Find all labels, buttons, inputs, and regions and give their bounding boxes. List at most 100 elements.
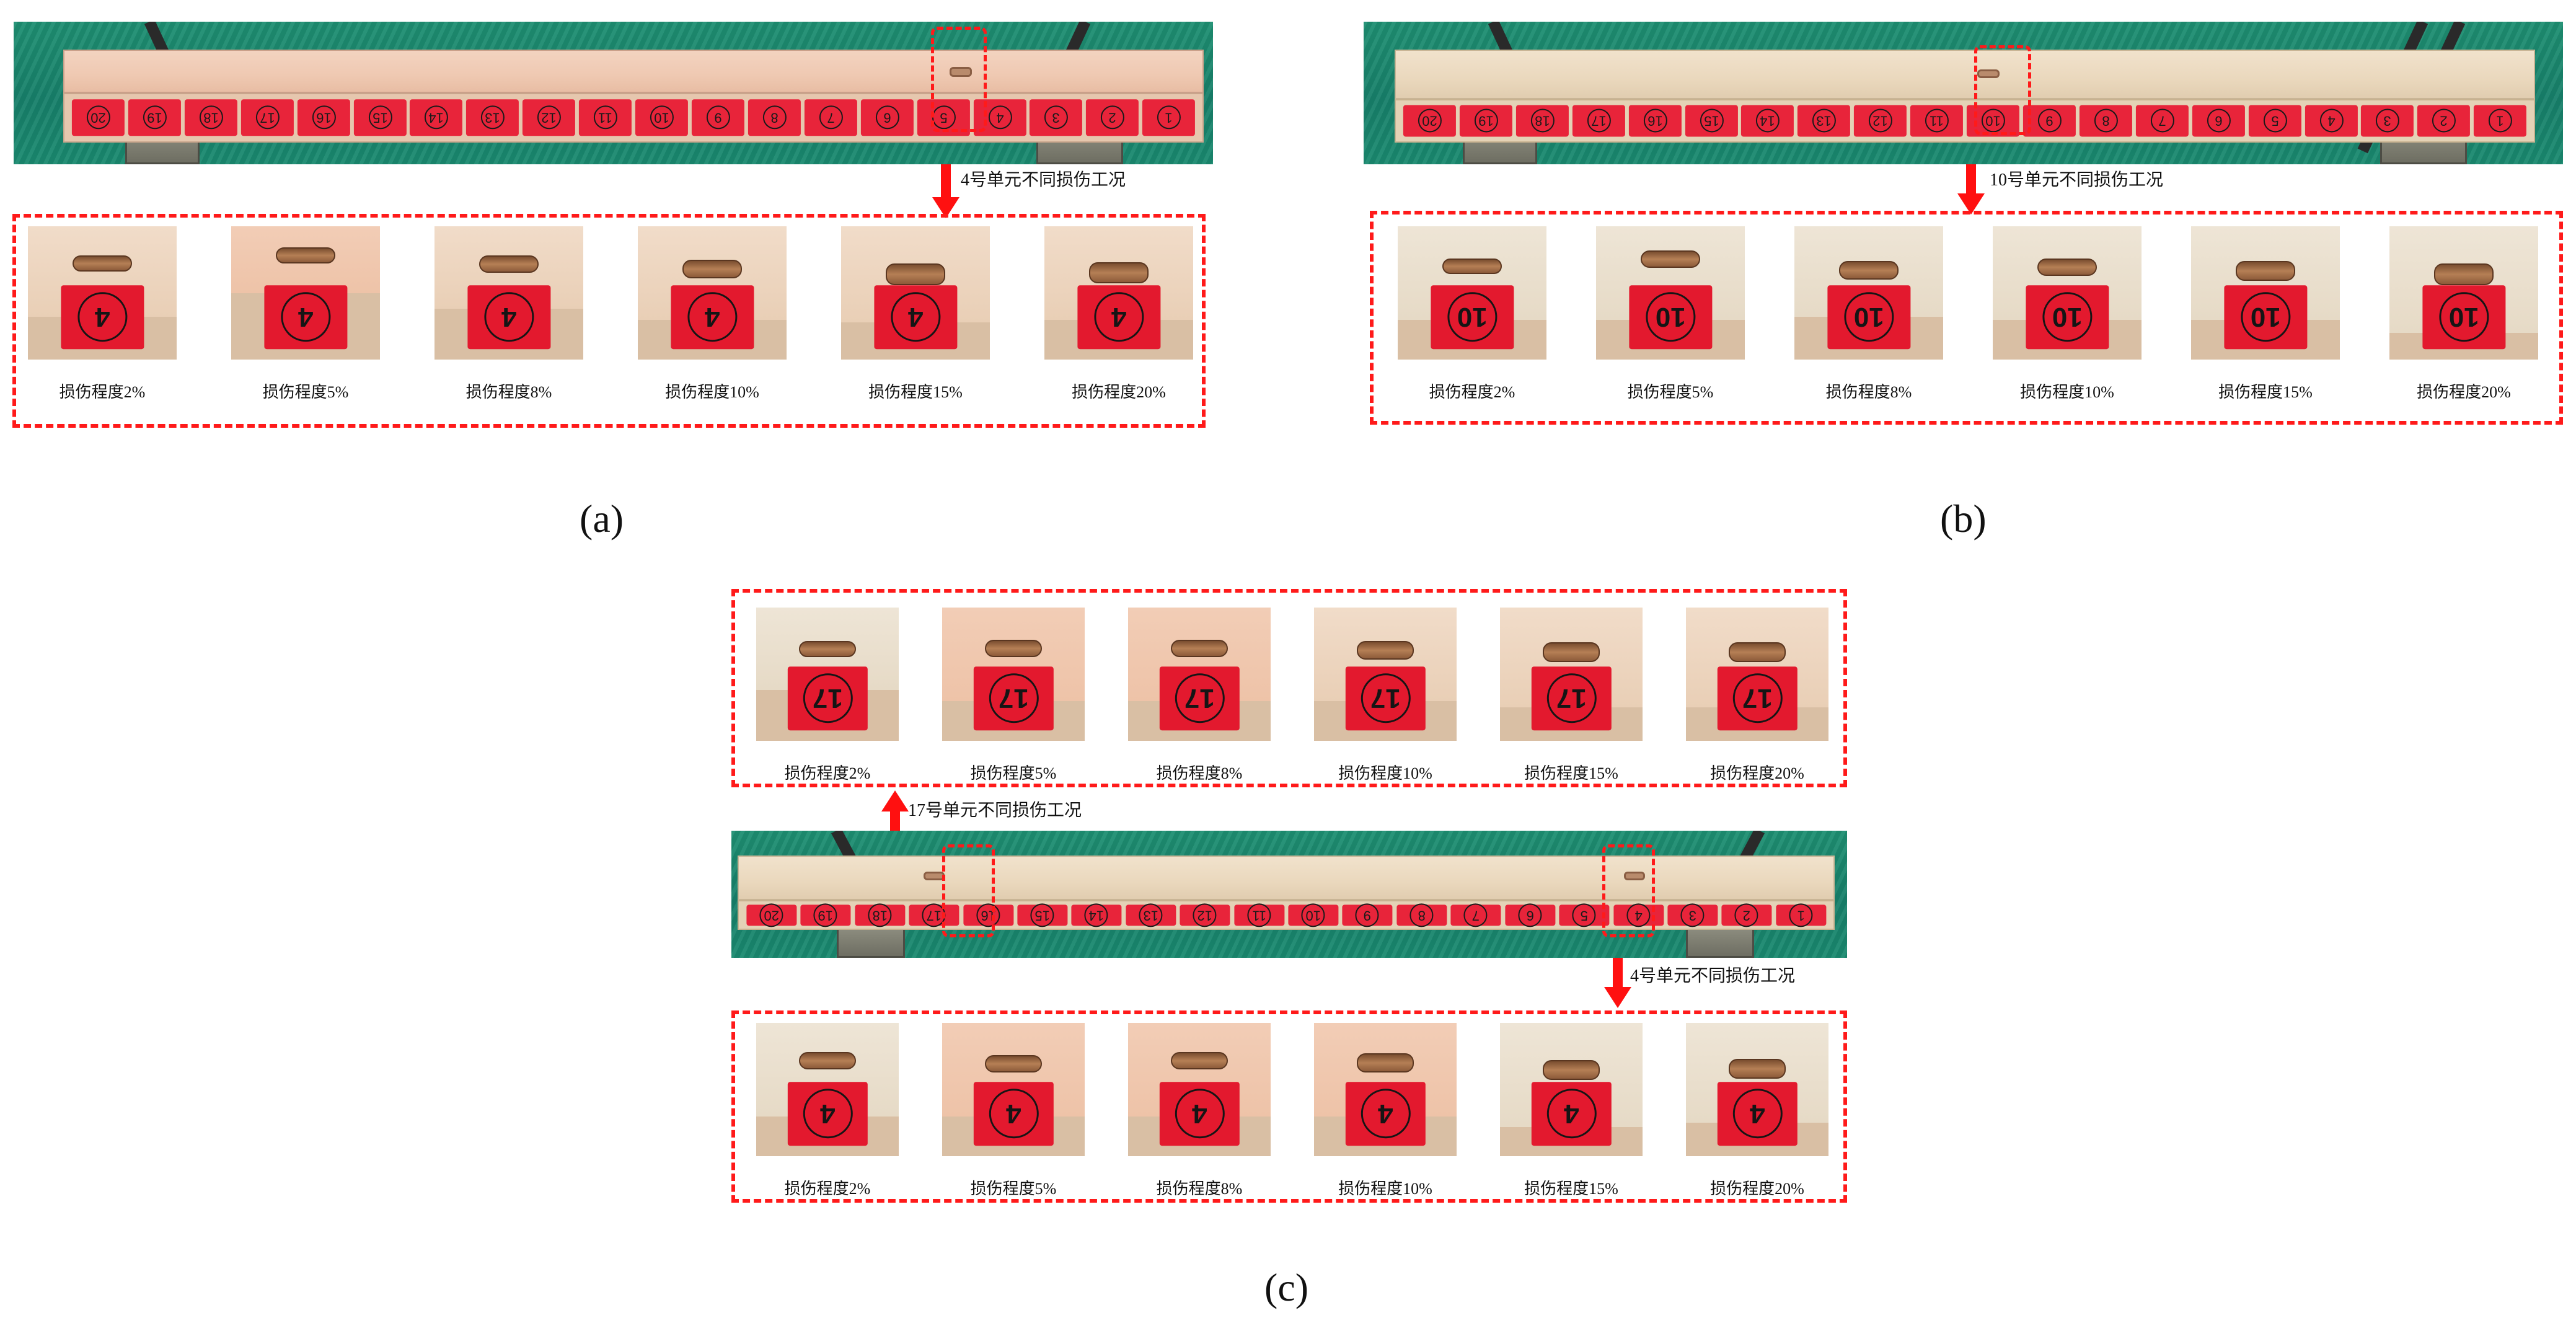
- selected-element-highlight: [931, 27, 987, 132]
- damage-level-label: 损伤程度20%: [1710, 764, 1804, 782]
- damage-level-label: 损伤程度5%: [1627, 383, 1714, 401]
- damage-hole: [2236, 260, 2295, 281]
- damage-level-label: 损伤程度10%: [1338, 764, 1432, 782]
- damage-hole: [799, 1052, 856, 1070]
- damage-level-label: 损伤程度2%: [59, 383, 146, 401]
- element-tag: 3: [2361, 105, 2414, 137]
- beam-top-face: [738, 856, 1835, 900]
- element-tag: 10: [1288, 903, 1339, 927]
- element-tag: 2: [1721, 903, 1772, 927]
- element-tag: 3: [1667, 903, 1718, 927]
- timber-beam: 20 19 18 17 16 15 14 13 12 11 10 9 8 7 6…: [63, 50, 1204, 143]
- element-tag: 6: [2192, 105, 2245, 137]
- element-tag: 11: [1233, 903, 1285, 927]
- element-tag: 9: [1342, 903, 1393, 927]
- element-tag: 11: [579, 99, 632, 136]
- damage-level-label: 损伤程度10%: [665, 383, 759, 401]
- beam-element-tags: 20 19 18 17 16 15 14 13 12 11 10 9 8 7 6…: [63, 93, 1204, 143]
- damage-hole: [2434, 263, 2494, 285]
- damage-level-label: 损伤程度5%: [970, 1180, 1057, 1198]
- damage-hole: [1839, 260, 1899, 280]
- element-tag: 18: [854, 903, 906, 927]
- element-tag: 16: [1628, 105, 1682, 137]
- damage-level-label: 损伤程度2%: [784, 1180, 871, 1198]
- element-tag: 9: [691, 99, 744, 136]
- damage-level-label: 损伤程度5%: [262, 383, 349, 401]
- element-tag: 11: [1910, 105, 1964, 137]
- element-tag: 14: [1741, 105, 1794, 137]
- damage-level-label: 损伤程度20%: [1072, 383, 1166, 401]
- panel-caption: (c): [1264, 1265, 1309, 1309]
- figure-panel-a: 20 19 18 17 16 15 14 13 12 11 10 9 8 7 6…: [0, 0, 1240, 558]
- element-callout: 4号单元不同损伤工况: [961, 170, 1126, 190]
- panel-caption: (a): [580, 497, 624, 541]
- element-tag: 1: [1775, 903, 1827, 927]
- panel-caption: (b): [1940, 497, 1987, 541]
- damage-hole: [479, 255, 539, 273]
- element-tag: 7: [804, 99, 857, 136]
- beam-element-tags: 20 19 18 17 16 15 14 13 12 11 10 9 8 7 6…: [1395, 99, 2535, 143]
- damage-hole: [1089, 262, 1149, 284]
- damage-level-label: 损伤程度5%: [970, 764, 1057, 782]
- damage-level-label: 损伤程度15%: [1524, 764, 1618, 782]
- damage-hole: [1624, 872, 1645, 880]
- element-tag: 3: [1030, 99, 1083, 136]
- beam-top-face: [1395, 50, 2535, 99]
- damage-level-label: 损伤程度20%: [1710, 1180, 1804, 1198]
- damage-hole: [1543, 642, 1600, 663]
- beam-top-face: [63, 50, 1204, 93]
- element-tag: 12: [1854, 105, 1907, 137]
- damage-hole: [276, 247, 335, 264]
- element-tag: 12: [523, 99, 576, 136]
- arrow-head-down-icon: [1604, 987, 1631, 1008]
- damage-hole: [924, 872, 945, 880]
- damage-hole: [1171, 1052, 1228, 1070]
- element-callout: 10号单元不同损伤工况: [1990, 170, 2164, 190]
- damage-cases-box-lower: [731, 1010, 1847, 1203]
- element-tag: 8: [748, 99, 801, 136]
- damage-level-label: 损伤程度15%: [1524, 1180, 1618, 1198]
- beam-overview-photo: 20 19 18 17 16 15 14 13 12 11 10 9 8 7 6…: [731, 831, 1847, 958]
- damage-level-label: 损伤程度2%: [784, 764, 871, 782]
- element-tag: 17: [240, 99, 294, 136]
- element-tag: 2: [2417, 105, 2471, 137]
- element-tag: 8: [1396, 903, 1447, 927]
- element-tag: 17: [1572, 105, 1625, 137]
- timber-beam: 20 19 18 17 16 15 14 13 12 11 10 9 8 7 6…: [1395, 50, 2535, 143]
- element-tag: 20: [1403, 105, 1456, 137]
- damage-hole: [886, 263, 945, 285]
- arrow-down: [941, 164, 951, 198]
- damage-hole: [1357, 640, 1414, 660]
- element-tag: 19: [1459, 105, 1512, 137]
- beam-element-tags: 20 19 18 17 16 15 14 13 12 11 10 9 8 7 6…: [738, 900, 1835, 930]
- damage-level-label: 损伤程度8%: [1825, 383, 1912, 401]
- element-callout-lower: 4号单元不同损伤工况: [1630, 966, 1796, 986]
- damage-hole: [1171, 639, 1228, 657]
- figure-panel-b: 20 19 18 17 16 15 14 13 12 11 10 9 8 7 6…: [1351, 0, 2576, 558]
- damage-hole: [1729, 642, 1786, 663]
- element-tag: 7: [1450, 903, 1501, 927]
- damage-cases-box-upper: [731, 589, 1847, 787]
- damage-level-label: 损伤程度15%: [2218, 383, 2313, 401]
- damage-hole: [1442, 258, 1502, 275]
